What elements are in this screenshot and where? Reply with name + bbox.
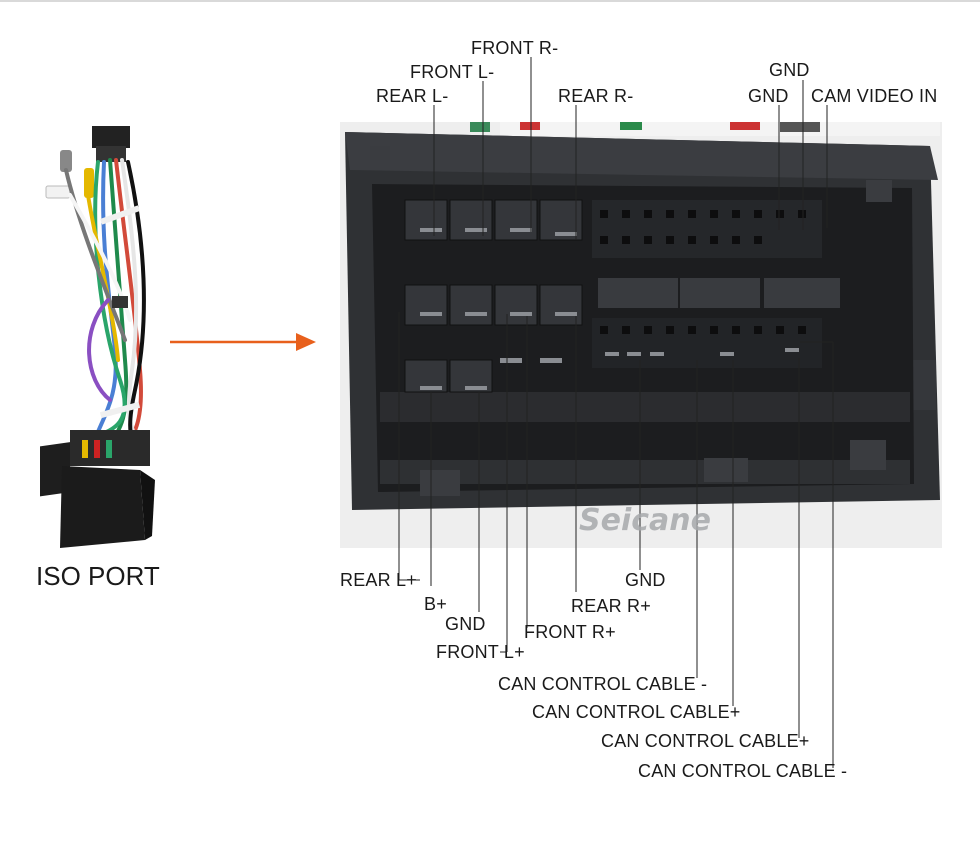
label-gnd-top-1: GND [769,60,810,80]
label-front-l-plus: FRONT L+ [436,642,525,662]
label-can-control-3: CAN CONTROL CABLE+ [601,731,810,751]
label-gnd-top-2: GND [748,86,789,106]
label-rear-r-plus: REAR R+ [571,596,651,616]
iso-harness-illustration [40,126,155,548]
leader-lines [398,57,834,768]
label-front-r-minus: FRONT R- [471,38,559,58]
arrow-icon [170,333,316,351]
label-rear-l-minus: REAR L- [376,86,449,106]
label-cam-video-in: CAM VIDEO IN [811,86,938,106]
label-rear-r-minus: REAR R- [558,86,634,106]
label-can-control-2: CAN CONTROL CABLE+ [532,702,741,722]
label-gnd-mid: GND [625,570,666,590]
brand-watermark: Seicane [579,503,711,538]
label-front-l-minus: FRONT L- [410,62,495,82]
label-can-control-1: CAN CONTROL CABLE - [498,674,708,694]
label-front-r-plus: FRONT R+ [524,622,616,642]
label-b-plus: B+ [424,594,447,614]
connector-illustration [340,122,942,548]
label-can-control-4: CAN CONTROL CABLE - [638,761,848,781]
label-gnd-left: GND [445,614,486,634]
iso-port-label: ISO PORT [36,561,160,591]
top-divider [0,0,980,2]
label-rear-l-plus: REAR L+ [340,570,417,590]
